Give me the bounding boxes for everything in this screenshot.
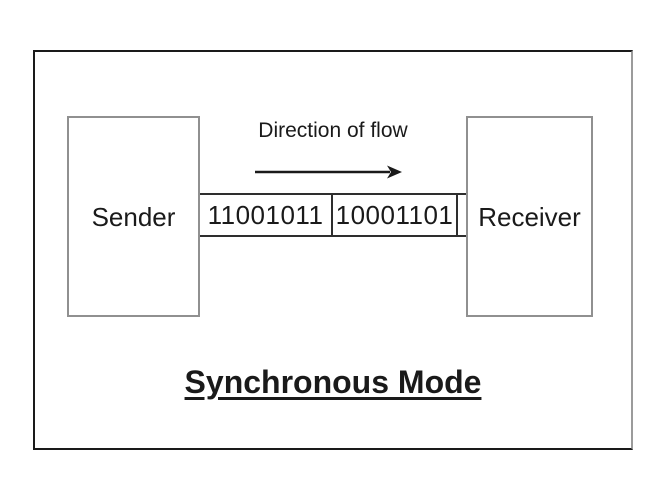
sender-box: Sender [67, 116, 200, 317]
data-frame-cell-2: 10001101 [333, 195, 458, 235]
transmission-channel: 11001011 10001101 [200, 193, 466, 237]
slide-frame: Sender Receiver Direction of flow 110010… [33, 50, 633, 450]
diagram-title: Synchronous Mode [184, 364, 482, 400]
arrow-right-icon [255, 165, 402, 179]
channel-gap [458, 195, 466, 235]
data-frame-cell-1: 11001011 [200, 195, 333, 235]
receiver-label: Receiver [478, 201, 581, 232]
flow-direction-label: Direction of flow [258, 119, 408, 142]
receiver-box: Receiver [466, 116, 593, 317]
sender-label: Sender [91, 201, 176, 232]
